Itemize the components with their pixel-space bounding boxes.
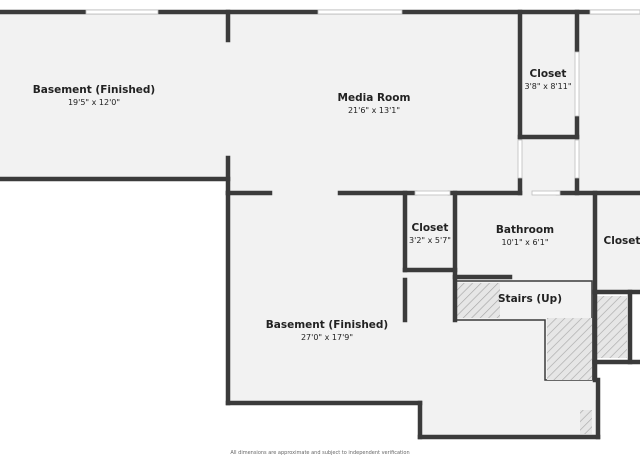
window-3: [589, 9, 640, 15]
window-5: [517, 139, 523, 179]
room-dims-bathroom: 10'1" x 6'1": [501, 238, 548, 247]
room-labels: Basement (Finished) 19'5" x 12'0" Media …: [33, 68, 640, 342]
stairs-hatch-top: [457, 283, 500, 318]
room-name-closet-right: Closet: [604, 235, 640, 247]
stair-hatch-right: [597, 296, 627, 358]
floor-lower-basement-bottom: [420, 400, 598, 436]
window-2: [317, 9, 403, 15]
floor-basement-left: [0, 12, 228, 179]
room-dims-closet-middle: 3'2" x 5'7": [409, 236, 451, 245]
floor-areas: [0, 12, 640, 436]
windows: [85, 9, 640, 196]
floor-media-room: [228, 12, 520, 195]
window-1: [85, 9, 159, 15]
room-dims-closet-upper: 3'8" x 8'11": [524, 82, 571, 91]
room-name-closet-upper: Closet: [530, 68, 567, 80]
floor-right-strip: [577, 12, 640, 194]
room-name-closet-middle: Closet: [412, 222, 449, 234]
room-name-media-room: Media Room: [338, 92, 411, 104]
disclaimer-text: All dimensions are approximate and subje…: [230, 450, 410, 456]
window-4: [414, 190, 451, 196]
floor-closet-right: [595, 193, 640, 293]
room-dims-basement-left: 19'5" x 12'0": [68, 98, 120, 107]
room-dims-media-room: 21'6" x 13'1": [348, 106, 400, 115]
room-name-stairs: Stairs (Up): [498, 293, 562, 305]
room-name-bathroom: Bathroom: [496, 224, 554, 236]
stair-hatch-small: [580, 410, 592, 434]
window-7: [574, 51, 580, 117]
window-8: [531, 190, 561, 196]
window-6: [574, 139, 580, 179]
stairs-hatch: [547, 318, 592, 380]
room-name-basement-lower: Basement (Finished): [266, 319, 388, 331]
room-dims-basement-lower: 27'0" x 17'9": [301, 333, 353, 342]
room-name-basement-left: Basement (Finished): [33, 84, 155, 96]
floor-closet-upper: [520, 12, 577, 194]
